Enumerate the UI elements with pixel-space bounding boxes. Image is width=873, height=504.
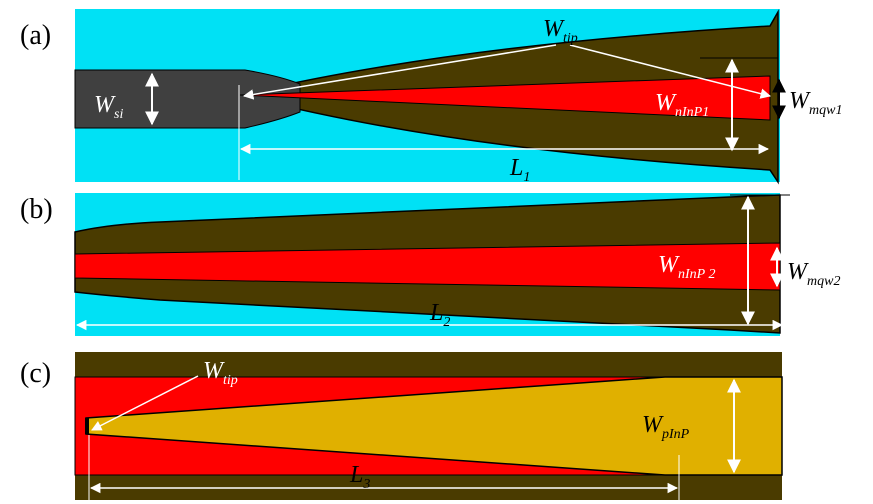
panel-b-wninp2-label: WnInP 2 [658, 252, 715, 282]
panel-a: (a) Wsi Wtip WnInP1 Wmqw1 L1 [20, 9, 842, 185]
panel-c: (c) Wtip WpInP L3 [20, 352, 783, 500]
panel-b-l2-label: L2 [429, 300, 450, 330]
panel-c-wtip-pointer [91, 375, 199, 431]
panel-b-mqw-taper [74, 242, 781, 291]
panel-a-l1-label: L1 [509, 155, 530, 185]
panel-c-tip-marker [85, 418, 89, 434]
panel-b: (b) WnInP 2 Wmqw2 L2 [20, 193, 840, 336]
panel-a-silicon-waveguide [74, 69, 301, 129]
panel-c-l3-label: L3 [349, 462, 370, 492]
panel-c-wpinp-label: WpInP [642, 412, 690, 442]
panel-c-label: (c) [20, 358, 51, 389]
panel-a-wninp1-label: WnInP1 [655, 90, 709, 120]
panel-b-label: (b) [20, 194, 53, 225]
panel-a-label: (a) [20, 20, 51, 51]
panel-b-wmqw2-label: Wmqw2 [787, 259, 840, 289]
panel-a-wmqw1-label: Wmqw1 [789, 88, 842, 118]
panel-a-wsi-label: Wsi [94, 92, 123, 122]
panel-a-wtip-label: Wtip [543, 16, 578, 46]
panel-a-wtip-pointer-left [242, 44, 557, 100]
panel-c-wtip-label: Wtip [203, 358, 238, 388]
